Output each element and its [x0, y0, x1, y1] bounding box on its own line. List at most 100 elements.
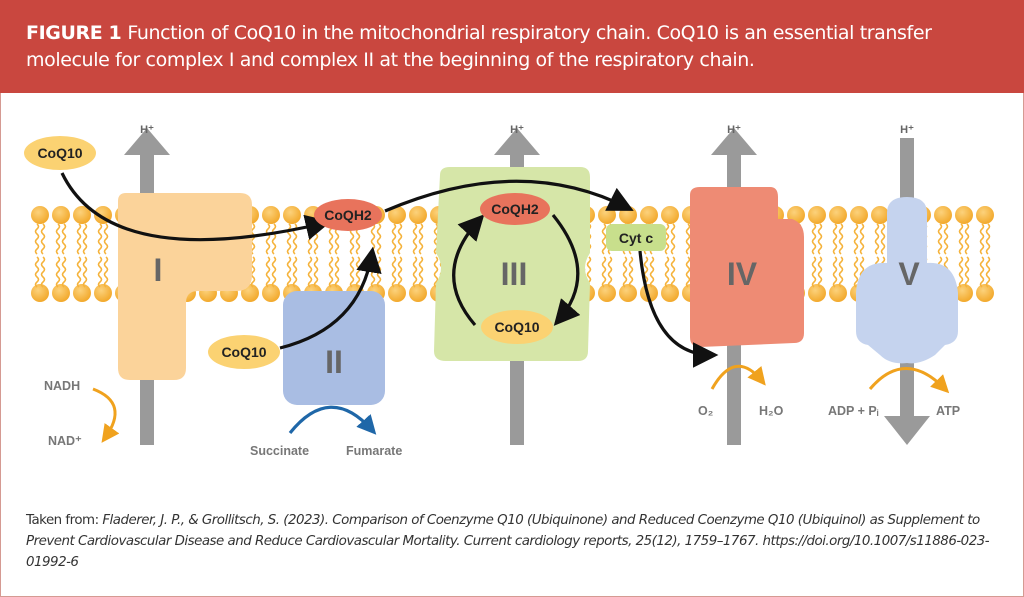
- coqh2-label: CoQH2: [491, 201, 539, 217]
- lipid-head: [976, 284, 994, 302]
- complex-5-label: V: [898, 256, 920, 292]
- water-label: H₂O: [759, 404, 784, 418]
- molecule-coqh2-membrane: CoQH2: [314, 199, 382, 231]
- lipid-tail: [664, 256, 670, 288]
- lipid-head: [850, 206, 868, 224]
- lipid-head: [661, 206, 679, 224]
- lipid-tail: [433, 256, 439, 288]
- proton-arrow-up-icon: [124, 128, 170, 155]
- lipid-tail: [265, 223, 271, 255]
- lipid-tail: [979, 256, 985, 288]
- arrow-cytc-to-complex4: [638, 250, 719, 368]
- lipid-tail: [958, 223, 964, 255]
- lipid-head: [808, 206, 826, 224]
- lipid-tail: [853, 223, 859, 255]
- fumarate-label: Fumarate: [346, 444, 402, 458]
- arrow-complex2-to-coqh2: [279, 246, 382, 350]
- figure-title-text: Function of CoQ10 in the mitochondrial r…: [26, 22, 932, 71]
- lipid-tail: [391, 256, 397, 288]
- lipid-tail: [355, 256, 361, 288]
- lipid-head: [829, 284, 847, 302]
- lipid-tail: [250, 223, 256, 255]
- coq10-label: CoQ10: [37, 145, 82, 161]
- lipid-tail: [307, 256, 313, 288]
- lipid-head: [388, 206, 406, 224]
- arrow-cycle-down: [551, 213, 581, 326]
- lipid-tail: [832, 256, 838, 288]
- lipid-tail: [397, 256, 403, 288]
- lipid-head: [73, 206, 91, 224]
- complex-5: [856, 197, 958, 364]
- lipid-head: [955, 284, 973, 302]
- molecule-coq10-complex3: CoQ10: [481, 310, 553, 344]
- lipid-tail: [334, 256, 340, 288]
- lipid-tail: [838, 256, 844, 288]
- lipid-head: [955, 206, 973, 224]
- lipid-tail: [292, 256, 298, 288]
- proton-arrow-up-icon: [711, 128, 757, 155]
- lipid-head: [976, 206, 994, 224]
- lipid-head: [871, 206, 889, 224]
- lipid-tail: [601, 256, 607, 288]
- lipid-tail: [376, 223, 382, 255]
- lipid-tail: [859, 223, 865, 255]
- lipid-head: [598, 284, 616, 302]
- lipid-head: [73, 284, 91, 302]
- arrow-coqh2-to-cytc: [384, 179, 634, 213]
- lipid-tail: [397, 223, 403, 255]
- lipid-tail: [817, 223, 823, 255]
- lipid-tail: [34, 223, 40, 255]
- complex-1-label: I: [154, 252, 163, 288]
- lipid-tail: [76, 223, 82, 255]
- electron-flow-arrows: [60, 172, 719, 368]
- oxygen-label: O₂: [698, 404, 713, 418]
- nadh-reaction-arrow-icon: [92, 387, 120, 443]
- proton-label: H⁺: [140, 124, 154, 136]
- respiratory-chain-diagram: H⁺ H⁺ H⁺ H⁺ I II III IV V CoQ10 CoQ10: [24, 124, 994, 458]
- figure-label: FIGURE 1: [26, 22, 122, 44]
- lipid-tail: [82, 256, 88, 288]
- lipid-tail: [103, 256, 109, 288]
- lipid-tail: [391, 223, 397, 255]
- proton-label: H⁺: [900, 124, 914, 136]
- adp-label: ADP + Pᵢ: [828, 404, 879, 418]
- lipid-tail: [985, 223, 991, 255]
- lipid-head: [640, 206, 658, 224]
- lipid-tail: [964, 256, 970, 288]
- lipid-tail: [937, 223, 943, 255]
- lipid-tail: [55, 256, 61, 288]
- lipid-tail: [307, 223, 313, 255]
- lipid-tail: [628, 256, 634, 288]
- lipid-head: [52, 284, 70, 302]
- lipid-head: [934, 206, 952, 224]
- lipid-tail: [817, 256, 823, 288]
- succinate-label: Succinate: [250, 444, 309, 458]
- lipid-tail: [838, 223, 844, 255]
- lipid-head: [808, 284, 826, 302]
- lipid-tail: [433, 223, 439, 255]
- lipid-tail: [412, 256, 418, 288]
- lipid-head: [283, 206, 301, 224]
- lipid-tail: [40, 256, 46, 288]
- lipid-tail: [97, 223, 103, 255]
- lipid-head: [262, 284, 280, 302]
- lipid-head: [31, 206, 49, 224]
- lipid-tail: [418, 256, 424, 288]
- atp-label: ATP: [936, 404, 960, 418]
- lipid-head: [409, 206, 427, 224]
- figure-caption: Taken from: Fladerer, J. P., & Grollitsc…: [26, 510, 1016, 573]
- complex-2: [283, 291, 385, 405]
- lipid-tail: [250, 256, 256, 288]
- lipid-head: [661, 284, 679, 302]
- arrow-cycle-up: [452, 214, 485, 327]
- lipid-tail: [286, 223, 292, 255]
- lipid-tail: [376, 256, 382, 288]
- complex-4: [690, 187, 804, 347]
- lipid-tail: [832, 223, 838, 255]
- lipid-tail: [943, 223, 949, 255]
- lipid-tail: [370, 223, 376, 255]
- lipid-tail: [685, 223, 691, 255]
- lipid-tail: [670, 256, 676, 288]
